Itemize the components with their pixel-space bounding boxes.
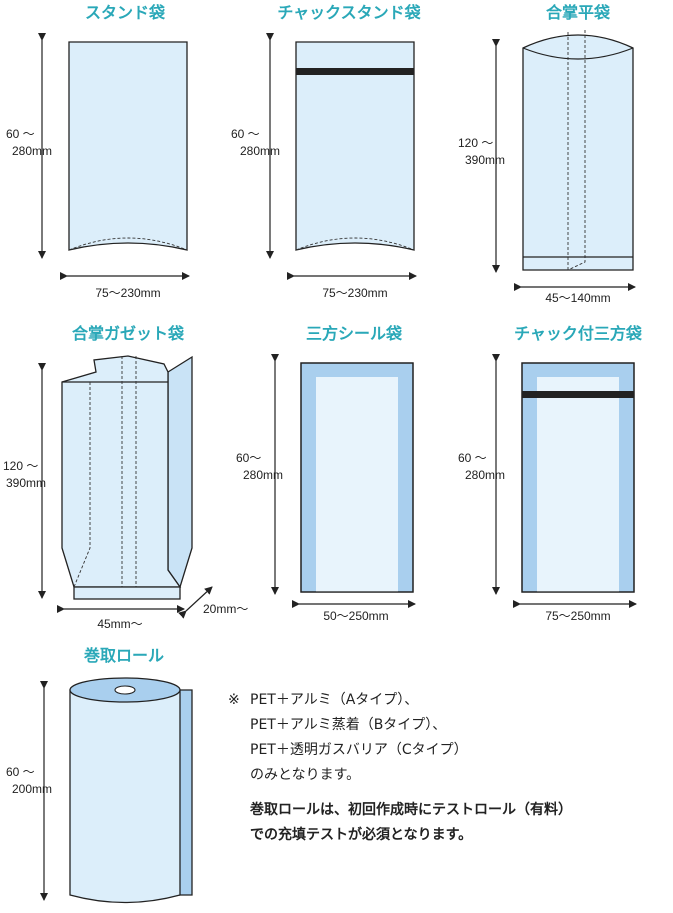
center-seal-flat-bag-width: 45～140mm: [545, 291, 610, 305]
roll-note: 巻取ロールは、初回作成時にテストロール（有料） での充填テストが必須となります。: [228, 798, 668, 848]
three-side-seal-bag-height-1: 60～: [236, 451, 261, 465]
stand-pouch-body: [68, 41, 188, 251]
center-seal-flat-bag-title: 合掌平袋: [546, 3, 611, 22]
center-seal-gusset-bag-bottom: [73, 586, 181, 600]
film-roll: 巻取ロール 60 ～ 200mm: [6, 646, 193, 904]
film-roll-title: 巻取ロール: [83, 646, 164, 665]
note-line-4: のみとなります。: [250, 767, 361, 783]
zipper-three-side-bag: チャック付三方袋 60 ～ 280mm 75～250mm: [458, 324, 643, 623]
film-roll-height-2: 200mm: [12, 782, 52, 796]
zipper-three-side-bag-title: チャック付三方袋: [514, 324, 643, 343]
three-side-seal-bag-width: 50～250mm: [323, 609, 388, 623]
three-side-seal-bag-inner: [316, 377, 398, 592]
center-seal-flat-bag-back-seal: [567, 30, 586, 271]
zipper-three-side-bag-width: 75～250mm: [545, 609, 610, 623]
zipper-three-side-bag-zipper: [522, 391, 634, 398]
center-seal-gusset-bag-depth-arrow: [178, 586, 213, 619]
zipper-stand-pouch-title: チャックスタンド袋: [277, 3, 421, 22]
stand-pouch-height-1: 60 ～: [6, 127, 35, 141]
center-seal-flat-bag-body: [522, 34, 634, 271]
center-seal-gusset-bag: 合掌ガゼット袋 120 ～ 390mm 45mm～ 20mm～: [3, 324, 248, 631]
film-roll-height-1: 60 ～: [6, 765, 35, 779]
center-seal-flat-bag: 合掌平袋 120 ～ 390mm 45～140mm: [458, 3, 636, 305]
center-seal-gusset-bag-width: 45mm～: [97, 617, 142, 631]
stand-pouch-width: 75～230mm: [95, 286, 160, 300]
stand-pouch-height-2: 280mm: [12, 144, 52, 158]
zipper-three-side-bag-inner: [537, 377, 619, 592]
center-seal-flat-bag-top-fold: [522, 47, 634, 60]
zipper-stand-pouch-width: 75～230mm: [322, 286, 387, 300]
film-roll-body: [69, 689, 181, 904]
three-side-seal-bag: 三方シール袋 60～ 280mm 50～250mm: [236, 324, 416, 623]
center-seal-gusset-bag-folds: [73, 356, 137, 598]
three-side-seal-bag-height-2: 280mm: [243, 468, 283, 482]
center-seal-flat-bag-height-2: 390mm: [465, 153, 505, 167]
material-note: ※ PET＋アルミ（Aタイプ）、 PET＋アルミ蒸着（Bタイプ）、 PET＋透明…: [228, 688, 668, 848]
zipper-three-side-bag-height-1: 60 ～: [458, 451, 487, 465]
film-roll-core: [114, 685, 136, 695]
stand-pouch: スタンド袋 60 ～ 280mm 75～230mm: [6, 3, 190, 300]
zipper-three-side-bag-height-2: 280mm: [465, 468, 505, 482]
center-seal-gusset-bag-height-2: 390mm: [6, 476, 46, 490]
stand-pouch-title: スタンド袋: [85, 3, 166, 22]
center-seal-gusset-bag-side: [167, 355, 193, 589]
center-seal-gusset-bag-title: 合掌ガゼット袋: [72, 324, 185, 343]
zipper-stand-pouch-zipper: [296, 68, 414, 75]
center-seal-gusset-bag-body: [61, 355, 182, 588]
center-seal-gusset-bag-depth: 20mm～: [203, 602, 248, 616]
note-line-3: PET＋透明ガスバリア（Cタイプ）: [250, 742, 468, 758]
roll-note-line-1: 巻取ロールは、初回作成時にテストロール（有料）: [250, 802, 572, 818]
note-line-2: PET＋アルミ蒸着（Bタイプ）、: [250, 717, 447, 733]
note-mark: ※: [228, 692, 240, 708]
zipper-stand-pouch-height-1: 60 ～: [231, 127, 260, 141]
note-line-1: PET＋アルミ（Aタイプ）、: [250, 692, 419, 708]
stand-pouch-gusset: [68, 237, 188, 251]
zipper-stand-pouch-gusset: [295, 237, 415, 251]
zipper-stand-pouch: チャックスタンド袋 60 ～ 280mm 75～230mm: [231, 3, 422, 300]
roll-note-line-2: での充填テストが必須となります。: [250, 827, 473, 843]
center-seal-gusset-bag-height-1: 120 ～: [3, 459, 38, 473]
three-side-seal-bag-title: 三方シール袋: [306, 324, 403, 343]
center-seal-flat-bag-height-1: 120 ～: [458, 136, 493, 150]
zipper-stand-pouch-height-2: 280mm: [240, 144, 280, 158]
